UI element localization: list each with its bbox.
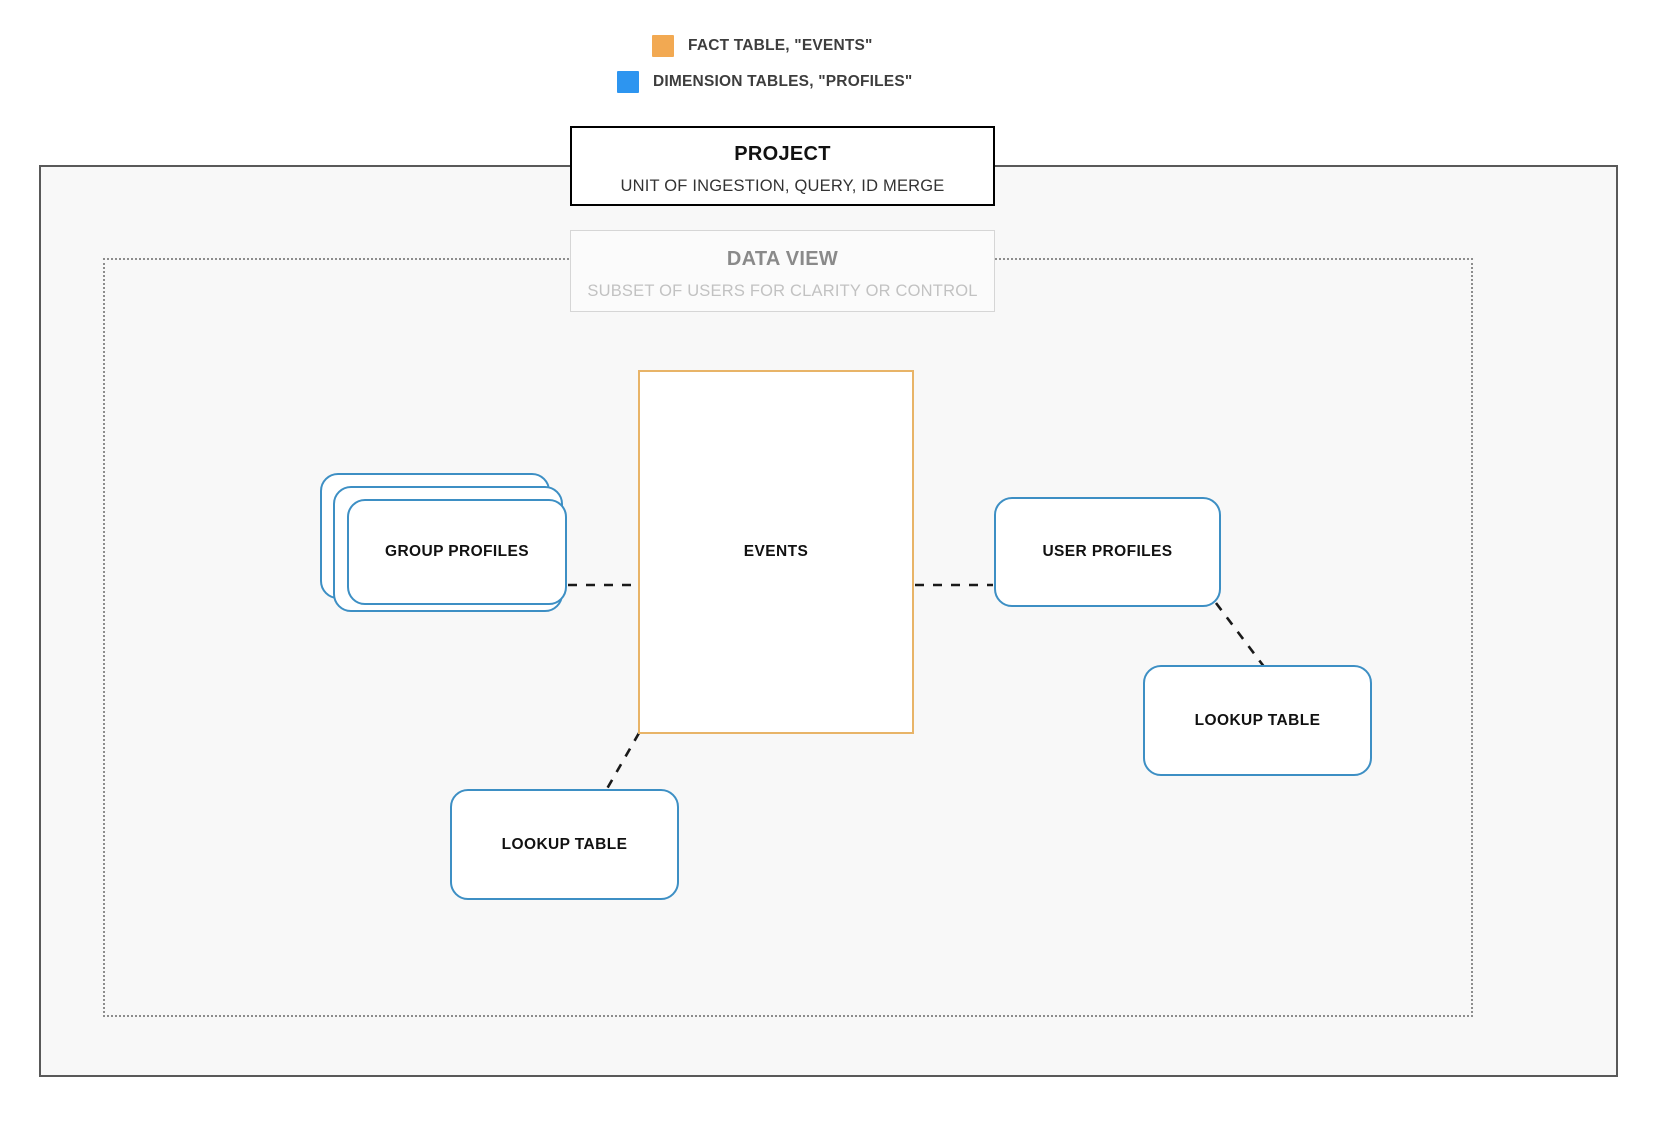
- node-events[interactable]: EVENTS: [638, 370, 914, 734]
- group-profiles-stack-layer-front[interactable]: GROUP PROFILES: [347, 499, 567, 605]
- legend-swatch-fact-table: [652, 35, 674, 57]
- legend-item-dimension-tables: DIMENSION TABLES, "PROFILES": [0, 64, 1664, 100]
- node-lookup-table-right-label: LOOKUP TABLE: [1194, 711, 1321, 729]
- legend-label-dimension-tables: DIMENSION TABLES, "PROFILES": [653, 73, 913, 90]
- project-title: PROJECT: [734, 143, 831, 165]
- node-lookup-table-left[interactable]: LOOKUP TABLE: [450, 789, 679, 900]
- legend-swatch-dimension-tables: [617, 71, 639, 93]
- legend-label-fact-table: FACT TABLE, "EVENTS": [688, 37, 873, 54]
- data-view-subtitle: SUBSET OF USERS FOR CLARITY OR CONTROL: [587, 282, 978, 300]
- node-lookup-table-right[interactable]: LOOKUP TABLE: [1143, 665, 1372, 776]
- node-user-profiles[interactable]: USER PROFILES: [994, 497, 1221, 607]
- project-subtitle: UNIT OF INGESTION, QUERY, ID MERGE: [620, 177, 945, 195]
- legend: FACT TABLE, "EVENTS" DIMENSION TABLES, "…: [0, 28, 1664, 100]
- node-group-profiles-label: GROUP PROFILES: [385, 543, 529, 560]
- legend-item-fact-table: FACT TABLE, "EVENTS": [0, 28, 1664, 64]
- data-view-title: DATA VIEW: [726, 248, 839, 270]
- project-header-card: PROJECT UNIT OF INGESTION, QUERY, ID MER…: [570, 126, 995, 206]
- data-view-header-card: DATA VIEW SUBSET OF USERS FOR CLARITY OR…: [570, 230, 995, 312]
- node-user-profiles-label: USER PROFILES: [1042, 543, 1173, 560]
- node-events-label: EVENTS: [743, 543, 809, 560]
- node-lookup-table-left-label: LOOKUP TABLE: [501, 835, 628, 853]
